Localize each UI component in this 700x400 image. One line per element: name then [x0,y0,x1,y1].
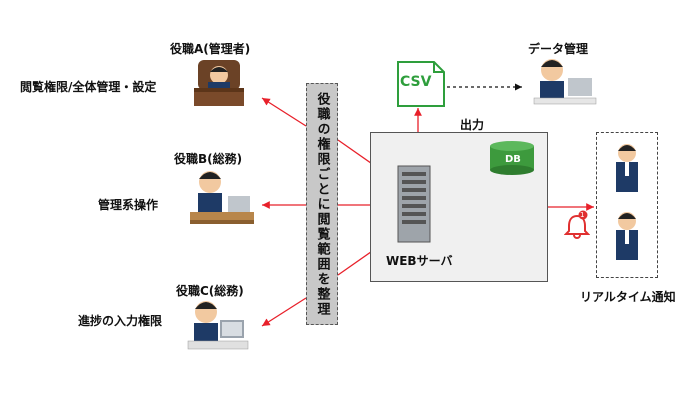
role-a-permission: 閲覧権限/全体管理・設定 [20,80,157,94]
recipient-figure-icon [616,144,638,192]
role-c-permission: 進捗の入力権限 [78,314,163,328]
permission-scope-text: 役職の権限ごとに閲覧範囲を整理 [314,91,330,317]
database-icon [490,141,534,175]
role-a-title: 役職A(管理者) [170,42,251,56]
data-manager-figure-icon [533,59,597,105]
manager-figure-icon [194,60,244,106]
web-server-label: WEBサーバ [386,254,453,268]
realtime-notification-label: リアルタイム通知 [580,290,676,304]
staff-pc-figure-icon [187,301,249,350]
arrow-to-role-a [261,97,307,127]
role-b-title: 役職B(総務) [174,152,243,166]
role-b-permission: 管理系操作 [98,198,159,212]
arrow-to-role-c [261,297,307,327]
csv-label: CSV [400,74,432,90]
data-management-label: データ管理 [528,42,589,56]
notification-badge-count: 1 [580,211,585,219]
role-c-title: 役職C(総務) [176,284,244,298]
db-label: DB [505,154,521,165]
csv-file-icon [397,61,445,107]
notification-badge [578,210,588,220]
staff-laptop-figure-icon [190,171,254,224]
server-rack-icon [397,165,431,243]
permission-scope-bar: 役職の権限ごとに閲覧範囲を整理 [306,83,338,325]
output-label: 出力 [460,118,485,132]
recipient-figure-icon [616,212,638,260]
